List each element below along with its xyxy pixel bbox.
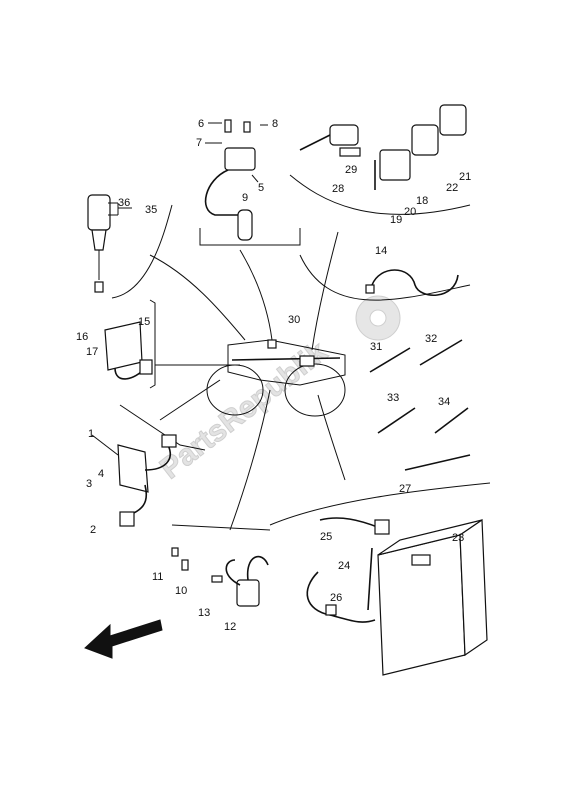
callout-14: 14 xyxy=(375,245,387,257)
battery xyxy=(306,454,488,676)
callout-33: 33 xyxy=(387,392,399,404)
group-brackets xyxy=(111,174,491,531)
front-arrow xyxy=(84,619,163,659)
callout-25: 25 xyxy=(320,531,332,543)
callout-19: 19 xyxy=(390,214,402,226)
callout-30: 30 xyxy=(288,314,300,326)
callout-21: 21 xyxy=(459,171,471,183)
callout-28: 28 xyxy=(332,183,344,195)
callout-7: 7 xyxy=(196,137,202,149)
callout-27: 27 xyxy=(399,483,411,495)
callout-10: 10 xyxy=(175,585,187,597)
callout-24: 24 xyxy=(338,560,350,572)
callout-35: 35 xyxy=(145,204,157,216)
callout-8: 8 xyxy=(272,118,278,130)
callout-11: 11 xyxy=(152,571,163,583)
callout-1: 1 xyxy=(88,428,94,440)
leader-lines xyxy=(149,231,346,531)
callout-32: 32 xyxy=(425,333,437,345)
callout-5: 5 xyxy=(258,182,264,194)
cdi-unit xyxy=(117,434,177,527)
callout-9: 9 xyxy=(242,192,248,204)
callout-26: 26 xyxy=(330,592,342,604)
bolts-31-34 xyxy=(369,339,469,434)
callout-leaders xyxy=(91,122,268,456)
main-switch xyxy=(87,194,111,293)
callout-29: 29 xyxy=(345,164,357,176)
callout-6: 6 xyxy=(198,118,204,130)
callout-15: 15 xyxy=(138,316,150,328)
callout-13: 13 xyxy=(198,607,210,619)
callout-4: 4 xyxy=(98,468,104,480)
callout-12: 12 xyxy=(224,621,236,633)
callout-17: 17 xyxy=(86,346,98,358)
callout-16: 16 xyxy=(76,331,88,343)
callout-20: 20 xyxy=(404,206,416,218)
starter-relay xyxy=(171,547,269,607)
gear-icon xyxy=(355,295,401,341)
callout-3: 3 xyxy=(86,478,92,490)
callout-2: 2 xyxy=(90,524,96,536)
callout-23: 23 xyxy=(452,532,464,544)
wire-14 xyxy=(365,269,459,297)
callout-34: 34 xyxy=(438,396,450,408)
top-right-parts xyxy=(299,104,467,190)
ignition-coil xyxy=(204,119,256,241)
callout-18: 18 xyxy=(416,195,428,207)
part-number-labels: 1234567891011121314151617181920212223242… xyxy=(76,118,471,633)
callout-22: 22 xyxy=(446,182,458,194)
callout-36: 36 xyxy=(118,197,130,209)
watermark: PartsRepublik xyxy=(153,295,401,486)
rectifier-regulator xyxy=(104,321,153,380)
callout-31: 31 xyxy=(370,341,382,353)
